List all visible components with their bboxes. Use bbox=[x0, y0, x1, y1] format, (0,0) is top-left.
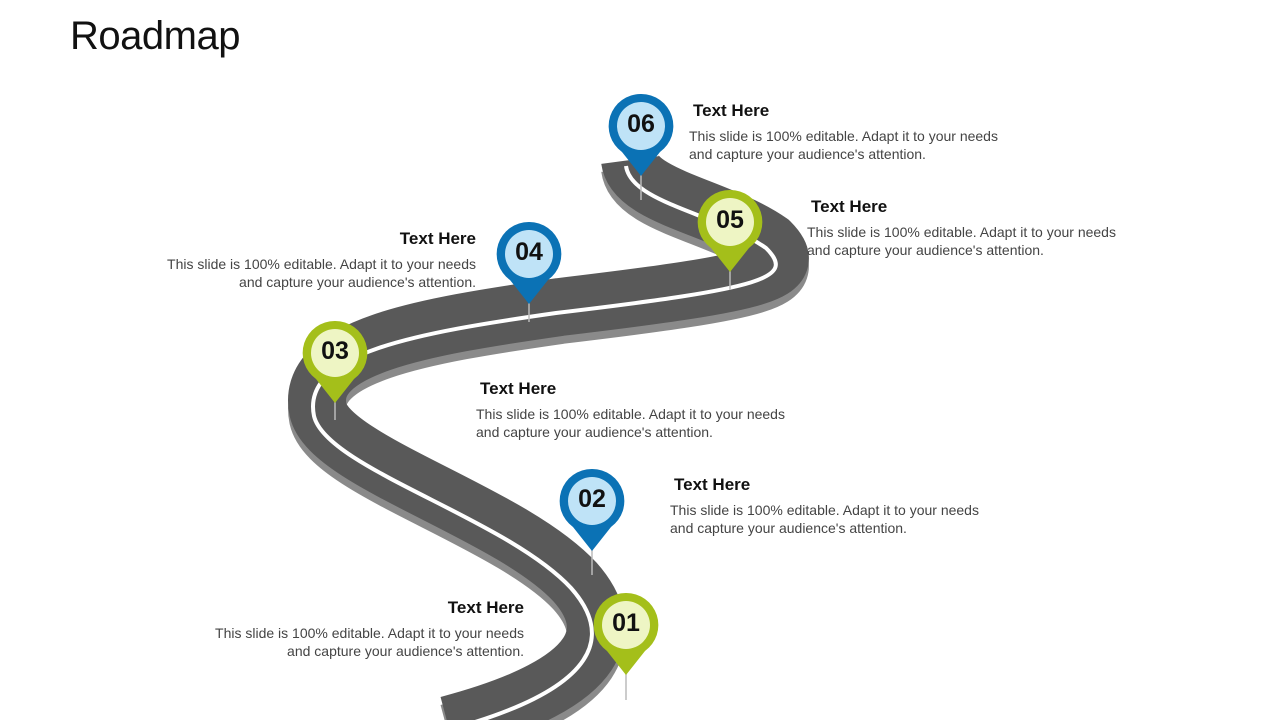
step-description-line: This slide is 100% editable. Adapt it to… bbox=[167, 256, 476, 272]
step-description-line: This slide is 100% editable. Adapt it to… bbox=[476, 406, 785, 422]
step-description-line: and capture your audience's attention. bbox=[670, 520, 907, 536]
step-text-04: Text Here This slide is 100% editable. A… bbox=[146, 229, 476, 291]
step-text-06: Text Here This slide is 100% editable. A… bbox=[689, 101, 1019, 163]
map-pin-icon bbox=[302, 320, 368, 403]
step-text-03: Text Here This slide is 100% editable. A… bbox=[476, 379, 806, 441]
step-heading: Text Here bbox=[811, 197, 888, 216]
step-description-line: This slide is 100% editable. Adapt it to… bbox=[215, 625, 524, 641]
step-number: 03 bbox=[321, 337, 349, 365]
marker-02: 02 bbox=[558, 467, 626, 557]
marker-01: 01 bbox=[592, 591, 660, 681]
marker-05: 05 bbox=[696, 188, 764, 278]
step-description-line: This slide is 100% editable. Adapt it to… bbox=[807, 224, 1116, 240]
step-description-line: and capture your audience's attention. bbox=[807, 242, 1044, 258]
step-heading: Text Here bbox=[693, 101, 770, 120]
step-number: 02 bbox=[578, 485, 606, 513]
map-pin-icon bbox=[559, 468, 625, 551]
step-text-02: Text Here This slide is 100% editable. A… bbox=[670, 475, 1000, 537]
step-heading: Text Here bbox=[480, 379, 557, 398]
step-heading: Text Here bbox=[399, 229, 476, 248]
step-text-01: Text Here This slide is 100% editable. A… bbox=[194, 598, 524, 660]
page-title: Roadmap bbox=[70, 14, 240, 58]
map-pin-icon bbox=[496, 221, 562, 304]
step-text-05: Text Here This slide is 100% editable. A… bbox=[807, 197, 1137, 259]
step-heading: Text Here bbox=[447, 598, 524, 617]
step-description-line: This slide is 100% editable. Adapt it to… bbox=[670, 502, 979, 518]
marker-04: 04 bbox=[495, 220, 563, 310]
step-heading: Text Here bbox=[674, 475, 751, 494]
map-pin-icon bbox=[608, 93, 674, 176]
step-description-line: and capture your audience's attention. bbox=[239, 274, 476, 290]
marker-03: 03 bbox=[301, 319, 369, 409]
step-number: 01 bbox=[612, 609, 640, 637]
marker-06: 06 bbox=[607, 92, 675, 182]
map-pin-icon bbox=[697, 189, 763, 272]
step-number: 05 bbox=[716, 206, 744, 234]
map-pin-icon bbox=[593, 592, 659, 675]
step-description-line: This slide is 100% editable. Adapt it to… bbox=[689, 128, 998, 144]
step-description-line: and capture your audience's attention. bbox=[476, 424, 713, 440]
step-description-line: and capture your audience's attention. bbox=[287, 643, 524, 659]
step-description-line: and capture your audience's attention. bbox=[689, 146, 926, 162]
step-number: 06 bbox=[627, 110, 655, 138]
step-number: 04 bbox=[515, 238, 543, 266]
